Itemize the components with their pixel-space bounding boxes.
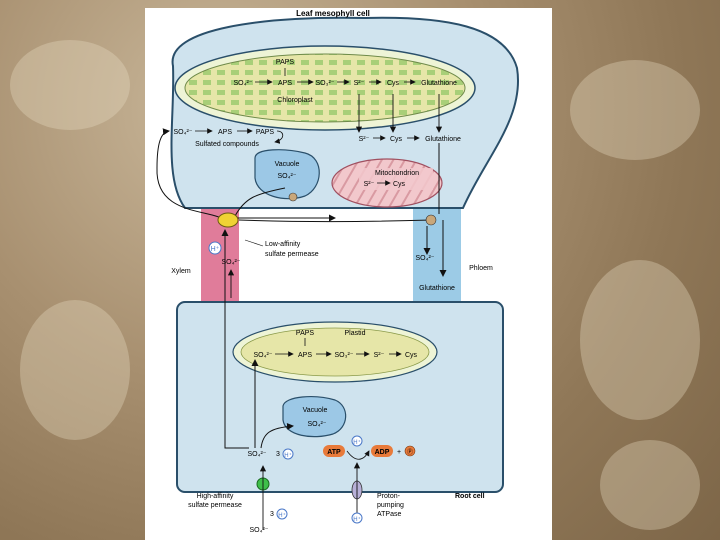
plastid-label: Plastid: [344, 330, 365, 337]
bg-leaf-shape: [570, 60, 700, 160]
figure-panel: Leaf mesophyll cell PAPS SO₄²⁻ APS SO₃²⁻…: [145, 8, 552, 540]
plastid-aps: APS: [298, 352, 312, 359]
root-to-xylem-line: [224, 304, 249, 449]
h-plus-root: H⁺: [284, 452, 292, 459]
h-plus-atp-circle: [351, 435, 363, 447]
xylem-label: Xylem: [171, 268, 191, 275]
plastid-s2: S²⁻: [374, 352, 385, 359]
chloro-so4: SO₄²⁻: [234, 80, 253, 87]
pump-label-1: Proton-: [377, 493, 401, 500]
pump-label-3: ATPase: [377, 511, 401, 518]
low-perm-label-2: sulfate permease: [265, 251, 319, 258]
adp-label: ADP: [375, 449, 390, 456]
chloro-s2: S²⁻: [354, 80, 365, 87]
leaf-cell-title: Leaf mesophyll cell: [296, 9, 370, 18]
h-plus-out-circle: [351, 512, 363, 524]
phloem-glutathione: Glutathione: [419, 285, 455, 292]
low-affinity-permease: [217, 212, 239, 228]
xylem-to-vacuole-line: [234, 187, 286, 217]
phloem-vessel: [413, 208, 461, 304]
atp-hydrolysis-arrow: [346, 450, 370, 460]
root-vacuole: [282, 396, 347, 438]
xylem-to-cytosol-arrow: [156, 128, 228, 223]
cyt-so4: SO₄²⁻: [174, 129, 193, 136]
mito-label: Mitochondrion: [375, 170, 419, 177]
high-perm-label-1: High-affinity: [197, 493, 234, 500]
cyt-glutathione: Glutathione: [425, 136, 461, 143]
cyt-cys: Cys: [390, 136, 403, 143]
cyt-aps: APS: [218, 129, 232, 136]
root-to-vacuole-arrow: [260, 423, 294, 449]
xylem-to-phloem-line: [238, 219, 432, 222]
low-perm-pointer: [244, 239, 264, 247]
ext-so4: SO₄²⁻: [250, 527, 269, 534]
root-3-a: 3: [276, 451, 280, 458]
chloroplast-stroma: [184, 53, 466, 123]
mito-label-bg: [359, 168, 433, 190]
phloem-so4: SO₄²⁻: [416, 255, 435, 262]
sulfated-compounds: Sulfated compounds: [195, 141, 259, 148]
root-cell-label: Root cell: [455, 493, 485, 500]
ext-3: 3: [270, 511, 274, 518]
chloro-glutathione: Glutathione: [421, 80, 457, 87]
h-plus-root-circle: [282, 448, 294, 460]
bg-leaf-shape: [10, 40, 130, 130]
root-so4: SO₄²⁻: [248, 451, 267, 458]
mito-s2: S²⁻: [364, 181, 375, 188]
h-plus-xylem-circle: [208, 241, 222, 255]
root-vacuole-label: Vacuole: [303, 407, 328, 414]
leaf-vacuole-label: Vacuole: [275, 161, 300, 168]
atp-badge: [323, 445, 345, 457]
mito-cys: Cys: [393, 181, 406, 188]
phloem-transporter: [425, 214, 437, 226]
vacuole-transporter: [288, 192, 298, 202]
plus-sign: +: [397, 449, 401, 456]
pump-label-2: pumping: [377, 502, 404, 509]
bg-leaf-shape: [20, 300, 130, 440]
h-plus-ext-circle: [276, 508, 288, 520]
high-perm-label-2: sulfate permease: [188, 502, 242, 509]
plastid-paps: PAPS: [296, 330, 314, 337]
h-plus-atp: H⁺: [353, 439, 361, 446]
sulfur-assimilation-diagram: Leaf mesophyll cell PAPS SO₄²⁻ APS SO₃²⁻…: [156, 9, 520, 534]
chloro-cys: Cys: [387, 80, 400, 87]
phloem-label: Phloem: [469, 265, 493, 272]
plastid-so4: SO₄²⁻: [254, 352, 273, 359]
chloroplast-label: Chloroplast: [277, 97, 312, 104]
atp-label: ATP: [327, 449, 341, 456]
phosphate-label: Ⓟ: [407, 448, 413, 456]
plastid-cys: Cys: [405, 352, 418, 359]
xylem-so4: SO₄²⁻: [222, 259, 241, 266]
chloro-aps: APS: [278, 80, 292, 87]
plastid-stroma: [240, 327, 430, 377]
adp-badge: [371, 445, 393, 457]
phosphate-circle: [404, 445, 416, 457]
chloro-paps: PAPS: [276, 59, 294, 66]
root-vacuole-so4: SO₄²⁻: [308, 421, 327, 428]
h-plus-xylem: H⁺: [211, 246, 220, 253]
cyt-arrow-3: [274, 130, 284, 144]
h-plus-out: H⁺: [353, 516, 361, 523]
cyt-paps: PAPS: [256, 129, 274, 136]
bg-leaf-shape: [600, 440, 700, 530]
chloro-so3: SO₃²⁻: [316, 80, 335, 87]
leaf-vacuole: [254, 149, 320, 200]
low-perm-label-1: Low-affinity: [265, 241, 301, 248]
h-plus-ext: H⁺: [278, 512, 286, 519]
bg-leaf-shape: [580, 260, 700, 420]
plastid-so3: SO₃²⁻: [335, 352, 354, 359]
leaf-vacuole-so4: SO₄²⁻: [278, 173, 297, 180]
cyt-s2: S²⁻: [359, 136, 370, 143]
